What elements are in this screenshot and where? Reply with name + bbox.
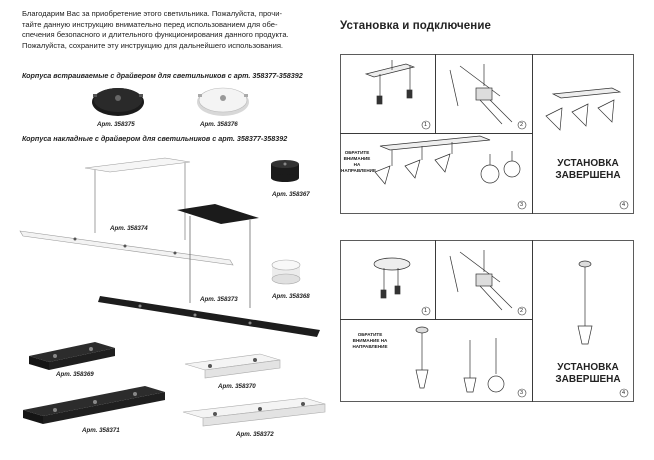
step-number: 2 <box>520 308 524 314</box>
right-title: Установка и подключение <box>340 20 491 32</box>
installation-done-bottom: УСТАНОВКА ЗАВЕРШЕНА <box>555 362 621 385</box>
white-track-bar <box>19 157 234 266</box>
section-embedded-title: Корпуса встраиваемые с драйвером для све… <box>22 71 303 80</box>
attention-note-top: ОБРАТИТЕ ВНИМАНИЕ НА НАПРАВЛЕНИЕ <box>341 150 377 173</box>
article-358373: Арт. 358373 <box>200 296 238 303</box>
bottom-instruction-grid <box>340 240 634 402</box>
step-number: 4 <box>622 202 626 208</box>
embedded-housing-white-image <box>197 87 249 116</box>
intro-line: Благодарим Вас за приобретение этого све… <box>22 9 282 18</box>
intro-text: Благодарим Вас за приобретение этого све… <box>22 9 327 51</box>
attention-note-bottom: ОБРАТИТЕ ВНИМАНИЕ НА НАПРАВЛЕНИЕ <box>352 332 388 349</box>
article-358375: Арт. 358375 <box>97 121 135 128</box>
black-base-2 <box>29 342 115 370</box>
step-number: 3 <box>520 390 524 396</box>
surface-housing-black-image <box>271 160 299 182</box>
embedded-housing-black-image <box>92 88 144 116</box>
step-number: 1 <box>424 308 428 314</box>
step-number: 3 <box>520 202 524 208</box>
article-358371: Арт. 358371 <box>82 427 120 434</box>
intro-line: тайте данную инструкцию внимательно пере… <box>22 19 278 29</box>
installation-done-top: УСТАНОВКА ЗАВЕРШЕНА <box>555 158 621 181</box>
black-track-bar <box>98 204 320 337</box>
white-base-2 <box>184 353 281 379</box>
step-number: 4 <box>622 390 626 396</box>
black-base-3 <box>23 386 165 424</box>
article-358369: Арт. 358369 <box>56 371 94 378</box>
article-358376: Арт. 358376 <box>200 121 238 128</box>
step-number: 1 <box>424 122 428 128</box>
top-instruction-grid <box>340 54 634 214</box>
article-358370: Арт. 358370 <box>218 383 256 390</box>
article-358367: Арт. 358367 <box>272 191 310 198</box>
intro-line: Пожалуйста, сохраните эту инструкцию для… <box>22 40 284 50</box>
step-number: 2 <box>520 122 524 128</box>
article-358374: Арт. 358374 <box>110 225 148 232</box>
article-358368: Арт. 358368 <box>272 293 310 300</box>
surface-fixtures-image <box>19 157 326 427</box>
article-358372: Арт. 358372 <box>236 431 274 438</box>
surface-housing-white-image <box>271 259 301 285</box>
white-base-3 <box>182 397 326 427</box>
section-surface-title: Корпуса накладные с драйвером для светил… <box>22 134 288 143</box>
intro-line: спечения безопасного и длительного функц… <box>22 30 289 40</box>
